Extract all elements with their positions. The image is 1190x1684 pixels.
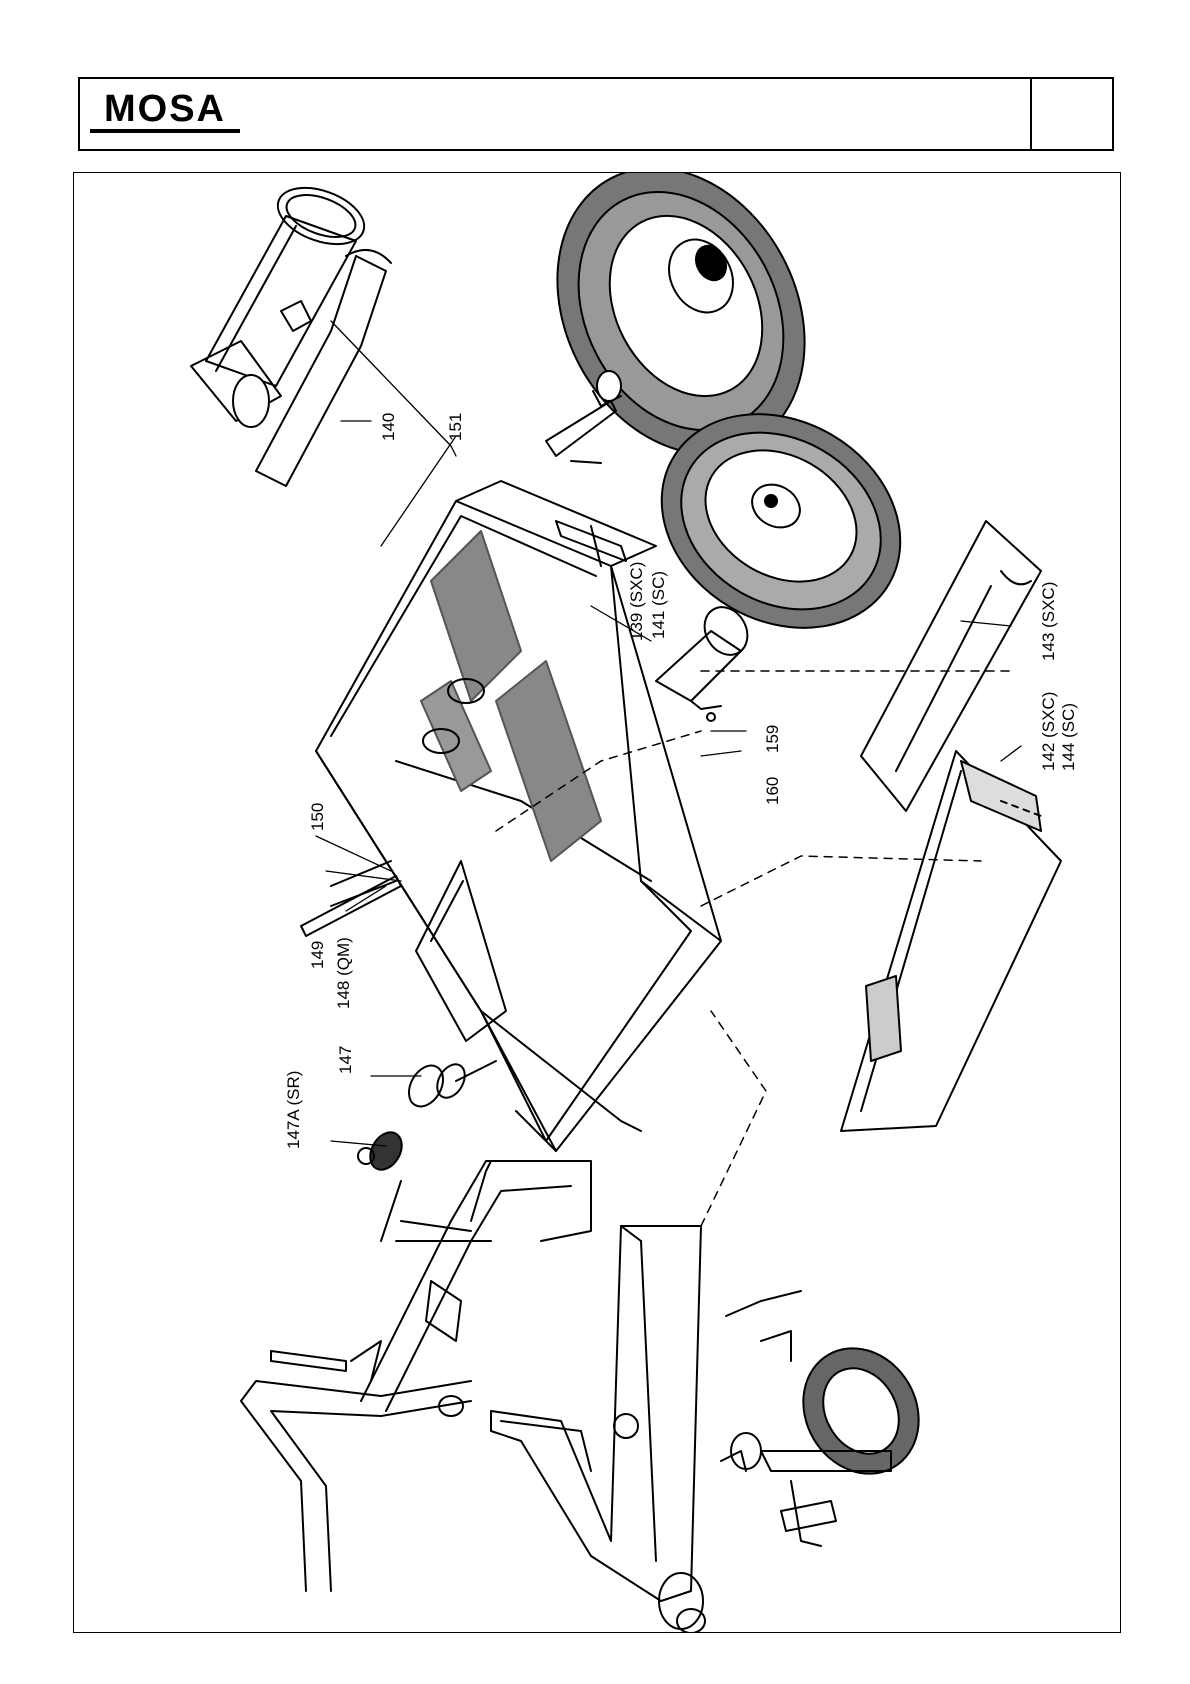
- header-right-cell: [1032, 79, 1112, 149]
- callout-139: 139 (SXC): [627, 562, 646, 641]
- exploded-parts-diagram: 140 151 150 149 148 (QM) 147 147A (SR) 1…: [190, 173, 1078, 1632]
- callout-140: 140: [379, 413, 398, 441]
- callout-150: 150: [308, 803, 327, 831]
- page-header: MOSA: [78, 77, 1114, 151]
- callout-labels: 140 151 150 149 148 (QM) 147 147A (SR) 1…: [284, 413, 1078, 1149]
- callout-leaders: [315, 320, 1022, 1147]
- towbar-a-frame: [490, 1225, 920, 1632]
- rear-wheel: [556, 173, 806, 456]
- callout-147a: 147A (SR): [284, 1071, 303, 1149]
- callout-160: 160: [763, 777, 782, 805]
- callout-142: 142 (SXC): [1039, 692, 1058, 771]
- header-divider: [1030, 79, 1032, 149]
- callout-144: 144 (SC): [1059, 703, 1078, 771]
- axle-brackets: [545, 400, 749, 722]
- callout-141: 141 (SC): [649, 571, 668, 639]
- callout-159: 159: [763, 725, 782, 753]
- mosa-logo: MOSA: [90, 87, 240, 133]
- side-panels: [840, 520, 1062, 1132]
- exploded-view-frame: 140 151 150 149 148 (QM) 147 147A (SR) 1…: [73, 172, 1121, 1633]
- callout-149: 149: [308, 941, 327, 969]
- callout-148: 148 (QM): [334, 937, 353, 1009]
- control-panel-parts: [300, 860, 507, 1171]
- front-wheel: [660, 413, 902, 629]
- chassis-box: [315, 480, 722, 1152]
- exhaust-muffler: [190, 186, 392, 487]
- callout-143: 143 (SXC): [1039, 582, 1058, 661]
- logo-text: MOSA: [104, 88, 226, 130]
- callout-151: 151: [446, 413, 465, 441]
- tow-handle-frame: [240, 1160, 592, 1592]
- leader-lines: [495, 670, 1012, 1227]
- callout-147: 147: [336, 1046, 355, 1074]
